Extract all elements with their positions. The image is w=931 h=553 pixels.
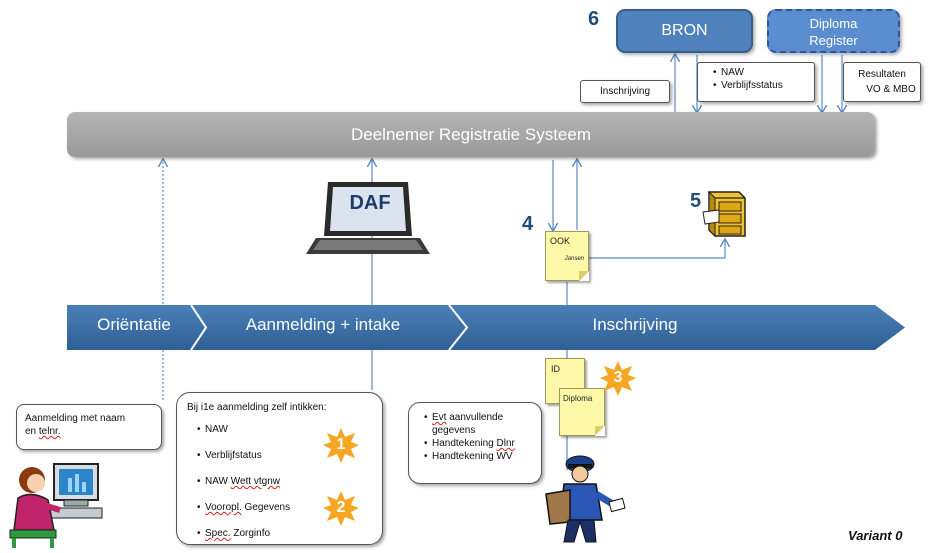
id-label: ID — [551, 364, 560, 374]
diploma-register-box: Diploma Register — [767, 9, 900, 53]
intake-item: Vooropl. Gegevens — [197, 501, 372, 514]
stage-orientatie: Oriëntatie — [97, 315, 171, 334]
badge-2: 2 — [323, 490, 359, 526]
step-number-6: 6 — [588, 8, 600, 30]
intake-box: Bij i1e aanmelding zelf intikken: NAW Ve… — [176, 392, 383, 545]
badge-1-label: 1 — [336, 436, 346, 453]
process-arrow — [67, 304, 907, 351]
naw-flow-box: NAW Verblijfsstatus — [697, 62, 815, 102]
mail-carrier-icon — [540, 450, 630, 548]
ook-sublabel: Jansen — [564, 256, 584, 262]
ook-label: OOK — [550, 236, 571, 246]
bron-box: BRON — [616, 9, 753, 53]
intake-item: NAW Wett vtgnw — [197, 475, 372, 488]
aanmelding-line1: Aanmelding met naam — [25, 413, 126, 424]
naw-flow-item: NAW — [713, 66, 814, 79]
daf-label: DAF — [349, 192, 391, 214]
extra-item: Handtekening Dlnr — [424, 437, 535, 450]
resultaten-line1: Resultaten — [858, 69, 906, 80]
bron-label: BRON — [661, 22, 708, 39]
inschrijving-flow-label: Inschrijving — [599, 86, 651, 97]
intake-item: Verblijfstatus — [197, 449, 372, 462]
diploma-label: Diploma — [563, 394, 593, 403]
extra-item: Handtekening WV — [424, 450, 535, 463]
diploma-document: Diploma — [559, 388, 605, 436]
step-number-5: 5 — [690, 190, 702, 212]
drs-bar: Deelnemer Registratie Systeem — [67, 112, 875, 157]
stage-inschrijving: Inschrijving — [592, 315, 678, 334]
intake-title: Bij i1e aanmelding zelf intikken: — [187, 402, 327, 413]
badge-2-label: 2 — [336, 499, 346, 516]
variant-label: Variant 0 — [848, 528, 903, 543]
badge-1: 1 — [323, 427, 359, 463]
aanmelding-box: Aanmelding met naam en telnr. — [16, 404, 162, 450]
intake-item: Spec. Zorginfo — [197, 527, 372, 540]
extra-gegevens-box: Evt aanvullende gegevens Handtekening Dl… — [408, 402, 542, 484]
ook-document: OOK Jansen — [545, 231, 589, 281]
diploma-register-line1: Diploma — [809, 16, 858, 31]
drs-label: Deelnemer Registratie Systeem — [351, 125, 591, 144]
ook-to-archive-line — [588, 240, 725, 259]
stage-aanmelding-intake: Aanmelding + intake — [245, 315, 401, 334]
inschrijving-flow-box: Inschrijving — [580, 80, 670, 103]
resultaten-line2: VO & MBO — [866, 84, 916, 95]
extra-item: Evt aanvullende gegevens — [424, 411, 535, 437]
step-number-4: 4 — [522, 213, 534, 235]
student-at-computer-icon — [4, 458, 108, 548]
diploma-register-line2: Register — [809, 33, 858, 48]
badge-3: 3 — [600, 360, 636, 396]
aanmelding-line2-prefix: en — [25, 426, 39, 437]
aanmelding-line2-wavy: telnr. — [38, 426, 61, 437]
verblijfsstatus-flow-item: Verblijfsstatus — [713, 79, 814, 92]
resultaten-flow-box: Resultaten VO & MBO — [843, 62, 921, 102]
filing-cabinet-icon — [701, 188, 747, 238]
intake-item: NAW — [197, 423, 372, 436]
laptop-icon — [306, 178, 430, 258]
badge-3-label: 3 — [613, 369, 623, 386]
aanmelding-line2: en telnr. — [25, 425, 153, 438]
